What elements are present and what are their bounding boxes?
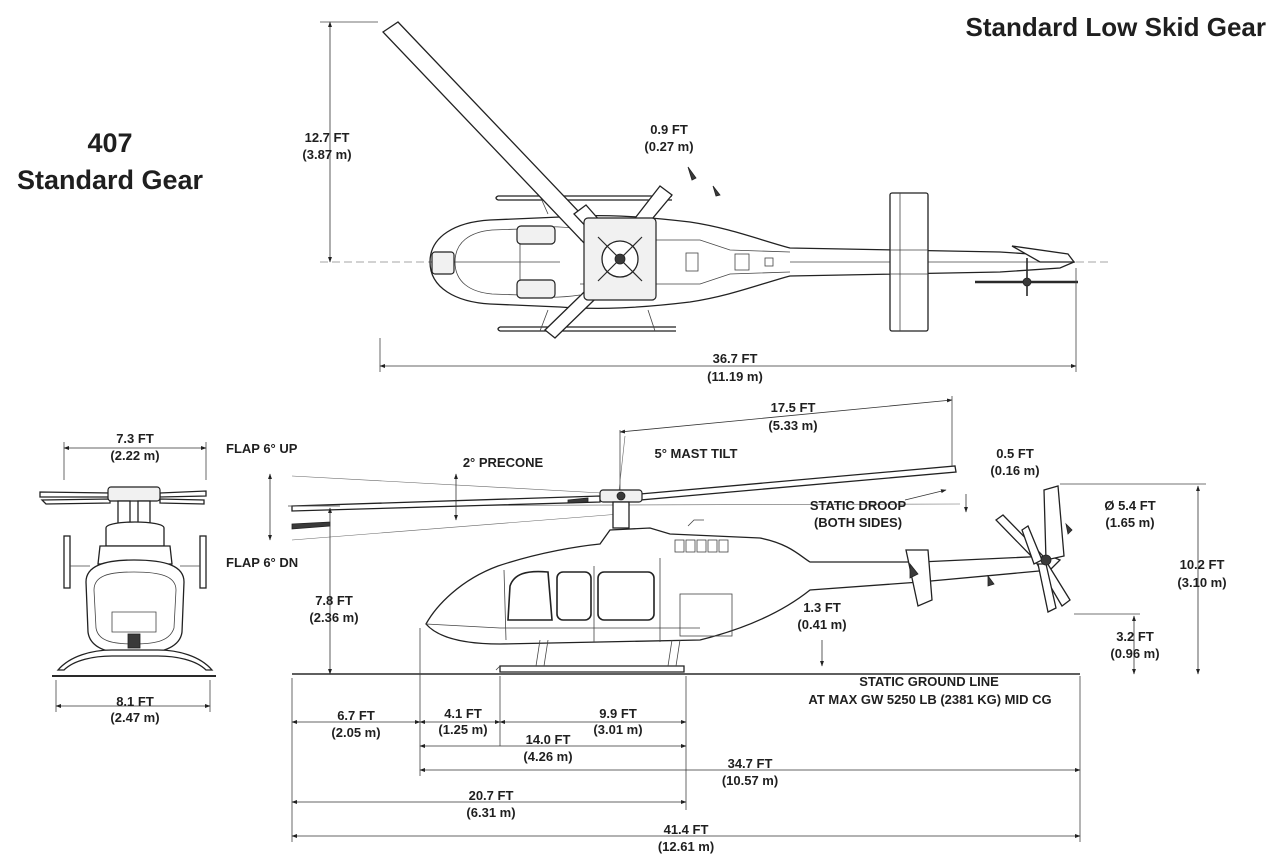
tail-clearance-m: (0.16 m) (990, 463, 1039, 478)
rotor-height-ft: 7.8 FT (315, 593, 353, 608)
tail-rotor-dia-m: (1.65 m) (1105, 515, 1154, 530)
belly-clearance-ft: 1.3 FT (803, 600, 841, 615)
plan-stabilizer (889, 192, 929, 332)
tail-rotor-dia-ft: Ø 5.4 FT (1104, 498, 1155, 513)
overall-length-ft: 36.7 FT (713, 351, 758, 366)
ground-line-label: STATIC GROUND LINE (859, 674, 999, 689)
tail-clearance-ft: 0.5 FT (996, 446, 1034, 461)
rotor-height-m: (2.36 m) (309, 610, 358, 625)
ground-line-note: AT MAX GW 5250 LB (2381 KG) MID CG (808, 692, 1051, 707)
plan-view: 12.7 FT (3.87 m) 0.9 FT (0.27 m) 36.7 FT… (302, 21, 1110, 384)
overall-length-m: (11.19 m) (707, 369, 763, 384)
rotor-hub-width-m: (2.22 m) (110, 448, 159, 463)
flap-down-label: FLAP 6° DN (226, 555, 298, 570)
precone-label: 2° PRECONE (463, 455, 544, 470)
dim-9-9-ft: 9.9 FT (599, 706, 637, 721)
dim-14-0-m: (4.26 m) (523, 749, 572, 764)
overall-height-ft: 10.2 FT (1180, 557, 1225, 572)
dim-9-9-m: (3.01 m) (593, 722, 642, 737)
flap-up-label: FLAP 6° UP (226, 441, 298, 456)
rotor-hub-width-ft: 7.3 FT (116, 431, 154, 446)
mast-tilt-label: 5° MAST TILT (655, 446, 738, 461)
tail-rotor-clearance-ft: 3.2 FT (1116, 629, 1154, 644)
skid-width-ft: 8.1 FT (116, 694, 154, 709)
side-main-rotor (291, 495, 601, 512)
skid-width-m: (2.47 m) (110, 710, 159, 725)
rotor-radius-m: (5.33 m) (768, 418, 817, 433)
blade-offset-m: (0.27 m) (644, 139, 693, 154)
tail-rotor-clearance-m: (0.96 m) (1110, 646, 1159, 661)
dim-4-1-ft: 4.1 FT (444, 706, 482, 721)
side-view: FLAP 6° UP FLAP 6° DN 2° PRECONE 5° MAST… (226, 396, 1227, 854)
dim-34-7-m: (10.57 m) (722, 773, 778, 788)
front-view: 7.3 FT (2.22 m) 8.1 FT (2.47 m) (39, 431, 216, 725)
dim-6-7-m: (2.05 m) (331, 725, 380, 740)
blade-offset-ft: 0.9 FT (650, 122, 688, 137)
dim-20-7-m: (6.31 m) (466, 805, 515, 820)
dim-14-0-ft: 14.0 FT (526, 732, 571, 747)
dim-41-4-ft: 41.4 FT (664, 822, 709, 837)
both-sides-label: (BOTH SIDES) (814, 515, 902, 530)
plan-height-ft: 12.7 FT (305, 130, 350, 145)
dim-4-1-m: (1.25 m) (438, 722, 487, 737)
model-gear: Standard Gear (17, 165, 204, 195)
belly-clearance-m: (0.41 m) (797, 617, 846, 632)
static-droop-label: STATIC DROOP (810, 498, 907, 513)
side-vent-grille (674, 539, 729, 553)
plan-tail-rotor (975, 245, 1078, 296)
dim-6-7-ft: 6.7 FT (337, 708, 375, 723)
dim-20-7-ft: 20.7 FT (469, 788, 514, 803)
plan-main-rotor (381, 21, 673, 339)
drawing-title: Standard Low Skid Gear (965, 12, 1266, 42)
model-number: 407 (87, 128, 132, 158)
overall-height-m: (3.10 m) (1177, 575, 1226, 590)
rotor-radius-ft: 17.5 FT (771, 400, 816, 415)
plan-skids (495, 195, 676, 332)
plan-height-m: (3.87 m) (302, 147, 351, 162)
dim-34-7-ft: 34.7 FT (728, 756, 773, 771)
dim-41-4-m: (12.61 m) (658, 839, 714, 854)
